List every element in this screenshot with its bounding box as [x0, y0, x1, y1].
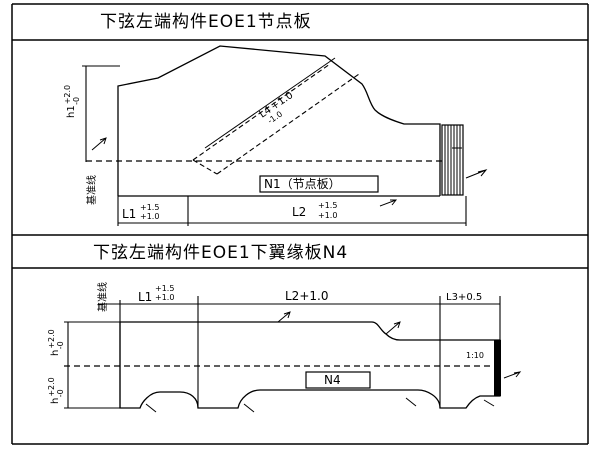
height-dim-label: h1+2.0-0	[63, 85, 81, 118]
gusset-plate-drawing: L4+1.0 -1.0 h1+2.0-0 基准线 N1（节点板） L1 +1.5…	[63, 45, 488, 226]
l1-tol-minus: +1.0	[140, 212, 159, 221]
p2-l2-label: L2+1.0	[285, 289, 328, 303]
part-label-n1: N1（节点板）	[264, 177, 341, 191]
flange-plate-outline	[119, 321, 501, 409]
hatched-end-plate	[441, 124, 464, 196]
p2-l3-label: L3+0.5	[446, 292, 482, 303]
diagonal-strip	[192, 63, 360, 175]
l2-dim-label: L2	[292, 205, 306, 219]
part-label-n4: N4	[324, 373, 341, 387]
p2-l1-label: L1	[138, 290, 152, 304]
flange-end-plate	[494, 340, 501, 396]
flange-plate-drawing: L1 +1.5 +1.0 L2+1.0 L3+0.5 基准线 h+2.0-0 h…	[47, 282, 522, 413]
l2-tol-minus: +1.0	[318, 211, 337, 220]
l1-tol-plus: +1.5	[140, 203, 159, 212]
p2-l1-tol-minus: +1.0	[155, 293, 174, 302]
p2-h-lower-label: h+2.0-0	[47, 377, 65, 404]
table-frame	[11, 3, 589, 445]
slope-label: 1:10	[466, 351, 484, 360]
gusset-plate-outline	[117, 45, 441, 196]
section-title-2: 下弦左端构件EOE1下翼缘板N4	[93, 243, 348, 263]
axis-label-2: 基准线	[96, 282, 109, 312]
p2-l1-tol-plus: +1.5	[155, 284, 174, 293]
l2-tol-plus: +1.5	[318, 201, 337, 210]
p2-h-label: h+2.0-0	[47, 329, 65, 356]
l1-dim-label: L1	[122, 207, 136, 221]
axis-label-1: 基准线	[85, 175, 98, 205]
section-title-1: 下弦左端构件EOE1节点板	[100, 12, 312, 32]
